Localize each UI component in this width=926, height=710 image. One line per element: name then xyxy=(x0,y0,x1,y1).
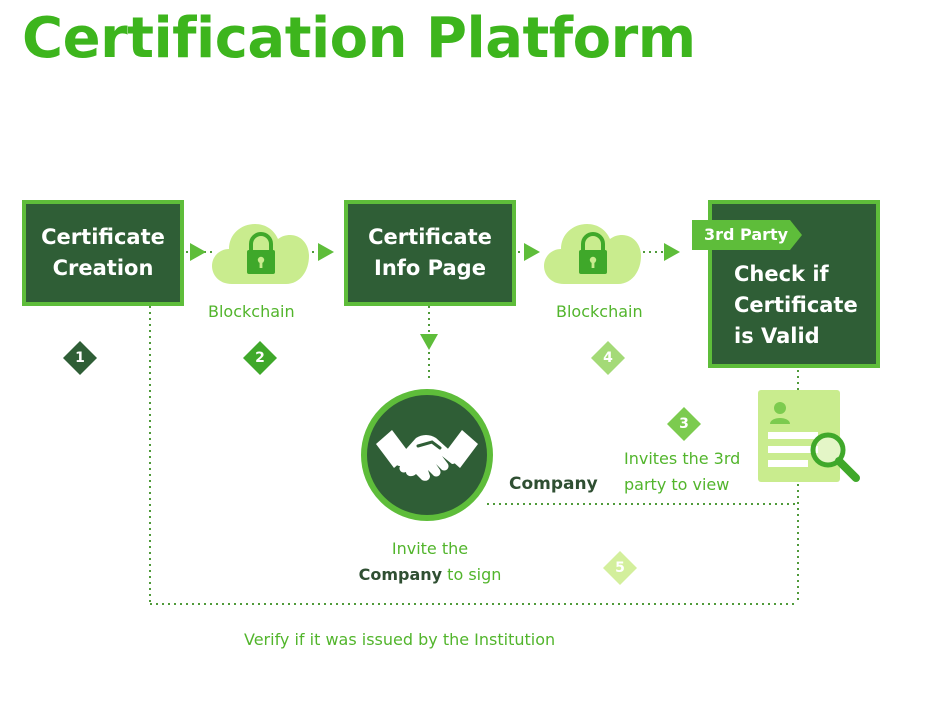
valid-line-2: Certificate xyxy=(734,293,858,317)
company-label: Company xyxy=(509,474,598,494)
certificate-info-page-box: Certificate Info Page xyxy=(344,200,516,306)
step-1-badge: 1 xyxy=(62,340,98,376)
step-2-badge: 2 xyxy=(242,340,278,376)
info-line-1: Certificate xyxy=(368,225,492,249)
step-4-badge: 4 xyxy=(590,340,626,376)
arrow-down-company xyxy=(420,334,438,350)
verify-caption: Verify if it was issued by the Instituti… xyxy=(244,630,556,649)
invites-third-party-caption: Invites the 3rd party to view xyxy=(624,446,740,498)
arrow-right-2 xyxy=(318,243,334,261)
third-party-tag-label: 3rd Party xyxy=(704,225,789,244)
valid-line-1: Check if xyxy=(734,262,829,286)
invite-line-1: Invite the xyxy=(391,539,469,558)
cloud-lock-icon xyxy=(212,224,309,284)
certificate-search-icon xyxy=(758,390,860,482)
cloud-lock-icon xyxy=(544,224,641,284)
step-5-badge: 5 xyxy=(602,550,638,586)
info-line-2: Info Page xyxy=(374,256,486,280)
arrow-right-3 xyxy=(524,243,540,261)
invite-company-word: Company xyxy=(358,565,443,584)
valid-line-3: is Valid xyxy=(734,324,820,348)
creation-line-1: Certificate xyxy=(41,225,165,249)
invite-company-caption: Invite the Company to sign xyxy=(350,536,510,588)
step-3-badge: 3 xyxy=(666,406,702,442)
blockchain-label-2: Blockchain xyxy=(556,302,643,321)
handshake-icon xyxy=(361,389,493,521)
invites-line-1: Invites the 3rd xyxy=(624,449,741,468)
invite-to-sign: to sign xyxy=(442,565,502,584)
third-party-tag: 3rd Party xyxy=(692,220,802,250)
invites-line-2: party to view xyxy=(624,475,730,494)
blockchain-label-1: Blockchain xyxy=(208,302,295,321)
page-title: Certification Platform xyxy=(22,6,696,71)
creation-line-2: Creation xyxy=(52,256,154,280)
arrow-right-4 xyxy=(664,243,680,261)
certificate-creation-box: Certificate Creation xyxy=(22,200,184,306)
arrow-right-1 xyxy=(190,243,206,261)
